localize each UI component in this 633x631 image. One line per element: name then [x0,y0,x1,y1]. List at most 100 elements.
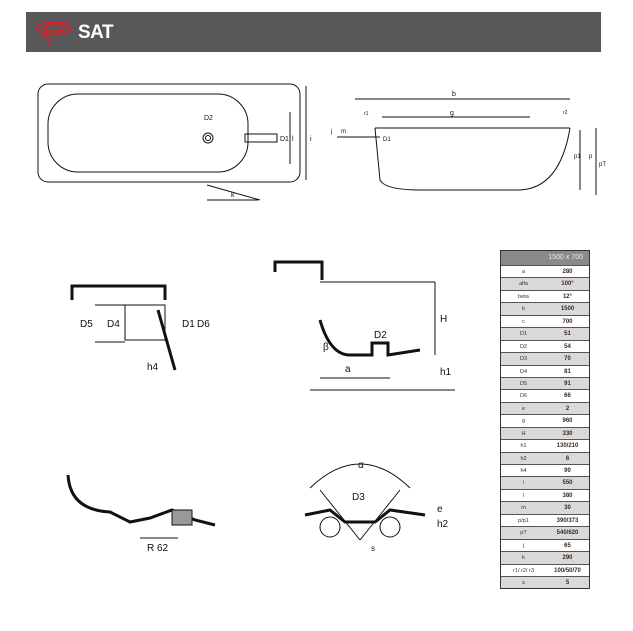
dimension-key: i [522,480,525,487]
dimension-value: 100° [561,281,574,288]
dimension-value: 130/210 [556,443,579,450]
dimension-key: a [521,269,526,275]
dimension-value: 51 [564,331,571,338]
label-i: i [310,136,312,143]
dimension-value: 81 [564,368,571,375]
table-row: r1/ r2/ r3 100/50/70 [501,563,589,576]
dimension-key: c [522,318,525,325]
dimension-key: D1 [519,331,528,338]
label-d3: D3 [352,492,365,503]
header-bar: SAT [26,12,601,52]
table-row: i 550 [501,476,589,489]
dimension-value: 1500 [560,306,575,313]
label-h1: h1 [440,367,452,378]
label-m: m [341,129,346,135]
label-j: j [330,129,332,135]
label-d2: D2 [204,115,213,122]
dimension-key: k [522,555,525,562]
table-row: b 1500 [501,302,589,315]
table-row: beta 12° [501,289,589,302]
table-row: D2 54 [501,339,589,352]
dimension-key: pT [520,530,527,537]
top-view-drawing: D2 D1 i l k [37,83,312,201]
dimension-value: 2 [565,405,570,412]
label-s: s [371,544,375,553]
dimension-key: h2 [520,455,527,462]
dimension-value: 380 [562,492,573,499]
label-h4: h4 [147,362,159,373]
dimension-key: D3 [519,356,528,363]
dimension-key: alfa [519,281,528,288]
label-p: p [589,154,593,160]
dimension-value: 5 [565,579,570,586]
dimension-key: r1/ r2/ r3 [513,567,534,574]
dimension-value: 550 [562,480,573,487]
table-row: p/p1 390/373 [501,513,589,526]
table-row: h1 130/210 [501,439,589,451]
overflow-detail-drawing: D5 D4 D1 D6 h4 [70,284,210,373]
drain-detail-drawing: α D3 e h2 s [304,460,449,553]
dimension-key: m [521,505,526,512]
dimension-key: p/p1 [518,517,529,524]
dimension-value: 390/373 [556,517,579,524]
label-p1: p1 [574,154,581,160]
label-r2: r2 [563,110,568,116]
dimension-value: 280 [562,269,573,275]
label-d4: D4 [107,319,120,330]
label-h: H [440,314,447,325]
label-g: g [450,110,454,117]
dimension-key: g [521,418,526,425]
label-beta: β [323,342,329,353]
label-d1: D1 [280,136,289,143]
table-header: 1500 x 700 [501,251,589,265]
dimension-value: 91 [564,380,571,387]
section-detail-drawing: H D2 β a h1 [273,260,455,391]
dimension-key: H [521,430,526,437]
label-h2: h2 [437,519,449,530]
dimension-key: s [522,579,525,586]
brand-name: SAT [78,22,114,43]
dimension-value: 12° [562,293,573,300]
table-row: j 65 [501,538,589,551]
dimension-key: j [522,542,525,549]
dimension-value: 330 [562,430,573,437]
dimension-key: D2 [519,343,528,350]
side-view-drawing: b g r1 r2 m j D1 p1 p pT [330,91,606,195]
dimension-value: 960 [562,418,573,425]
label-l: l [292,136,294,143]
label-e: e [437,504,443,515]
label-b: b [452,91,456,98]
table-row: H 330 [501,426,589,440]
dimension-value: 66 [564,393,571,400]
table-row: D5 91 [501,376,589,390]
label-d5: D5 [80,319,93,330]
dimension-value: 54 [564,343,571,350]
dimension-key: b [521,306,526,313]
label-k: k [231,192,235,199]
dimension-value: 65 [564,542,571,549]
rim-detail-drawing: R 62 [66,474,216,554]
sat-logo-icon [36,21,72,46]
label-d2-section: D2 [374,330,387,341]
dimension-key: beta [518,293,529,300]
table-row: g 960 [501,414,589,426]
dimension-value: 100/50/70 [554,567,581,574]
dimension-key: l [522,492,525,499]
label-alpha: α [358,460,364,471]
label-d1-side: D1 [383,137,391,143]
dimension-key: h1 [520,443,527,450]
dimension-value: 290 [562,555,573,562]
dimension-key: D5 [519,380,528,387]
dimension-key: e [521,405,526,412]
table-row: a 280 [501,265,589,277]
